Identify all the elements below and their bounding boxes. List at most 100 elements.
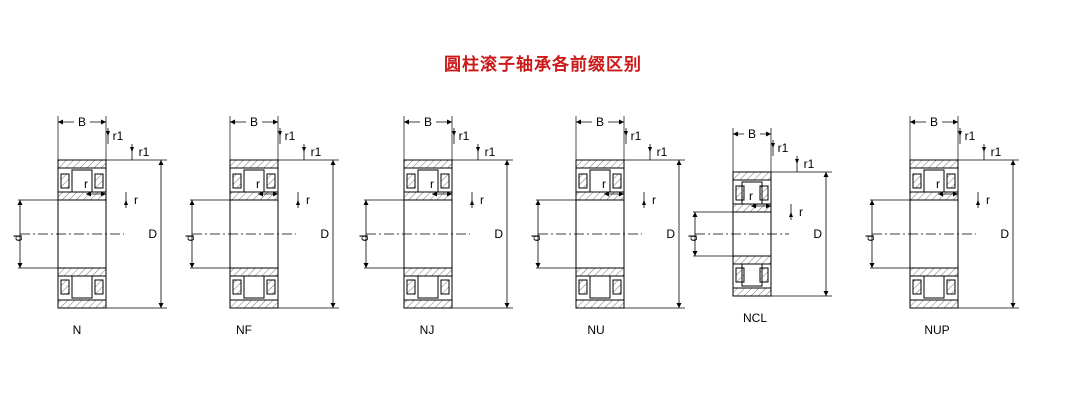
outer-ring-top [575, 159, 625, 169]
chamfer-label-r: r [652, 193, 656, 207]
roller-top [71, 169, 93, 193]
cage-left-top [735, 185, 745, 201]
cage-left-top [912, 173, 922, 189]
inner-ring-top [732, 203, 772, 213]
chamfer-label-r: r [306, 193, 310, 207]
chamfer-label-r1: r1 [311, 145, 322, 159]
dim-label-d: d [529, 235, 543, 242]
chamfer-label-r1: r1 [113, 129, 124, 143]
chamfer-label-r: r [256, 177, 260, 191]
dim-label-d: d [357, 235, 371, 242]
chamfer-label-r1: r1 [459, 129, 470, 143]
bearing-type-label: NF [236, 323, 252, 337]
inner-ring-top [575, 191, 625, 201]
cage-right-top [612, 173, 622, 189]
cage-right-top [266, 173, 276, 189]
cage-left-bottom [60, 279, 70, 295]
chamfer-label-r1: r1 [139, 145, 150, 159]
bearing-type-label: NU [587, 323, 604, 337]
roller-top [923, 169, 945, 193]
chamfer-label-r1: r1 [657, 145, 668, 159]
outer-ring-top [57, 159, 107, 169]
outer-ring-top [403, 159, 453, 169]
dim-label-D: D [494, 227, 503, 241]
chamfer-label-r: r [749, 189, 753, 203]
chamfer-label-r1: r1 [965, 129, 976, 143]
chamfer-label-r: r [986, 193, 990, 207]
cage-left-top [578, 173, 588, 189]
chamfer-label-r: r [480, 193, 484, 207]
cage-left-bottom [912, 279, 922, 295]
dim-label-B: B [748, 127, 756, 141]
chamfer-label-r1: r1 [991, 145, 1002, 159]
chamfer-label-r1: r1 [804, 157, 815, 171]
inner-ring-bottom [732, 255, 772, 265]
dim-label-D: D [813, 227, 822, 241]
chamfer-label-r: r [84, 177, 88, 191]
dim-label-D: D [320, 227, 329, 241]
inner-ring-top [403, 191, 453, 201]
inner-ring-bottom [229, 267, 279, 277]
cage-left-bottom [232, 279, 242, 295]
dim-label-D: D [666, 227, 675, 241]
dim-label-d: d [183, 235, 197, 242]
cage-right-bottom [440, 279, 450, 295]
inner-ring-top [229, 191, 279, 201]
outer-ring-bottom [57, 299, 107, 309]
bearing-nj: B Dd r1 r1 r rNJ [357, 114, 513, 337]
inner-ring-bottom [403, 267, 453, 277]
outer-ring-bottom [732, 287, 772, 297]
dim-label-B: B [78, 115, 86, 129]
dim-label-d: d [686, 235, 700, 242]
inner-ring-top [57, 191, 107, 201]
outer-ring-bottom [229, 299, 279, 309]
dim-label-B: B [596, 115, 604, 129]
roller-top [417, 169, 439, 193]
cage-left-top [60, 173, 70, 189]
outer-ring-top [229, 159, 279, 169]
page-title: 圆柱滚子轴承各前缀区别 [444, 55, 642, 75]
chamfer-label-r1: r1 [778, 141, 789, 155]
outer-ring-bottom [909, 299, 959, 309]
chamfer-label-r: r [430, 177, 434, 191]
dim-label-B: B [250, 115, 258, 129]
cage-left-bottom [406, 279, 416, 295]
outer-ring-top [909, 159, 959, 169]
bearing-type-label: N [73, 323, 82, 337]
cage-right-bottom [266, 279, 276, 295]
chamfer-label-r1: r1 [485, 145, 496, 159]
roller-bottom [589, 275, 611, 299]
dim-label-B: B [424, 115, 432, 129]
cage-left-top [406, 173, 416, 189]
inner-ring-bottom [909, 267, 959, 277]
cage-right-bottom [946, 279, 956, 295]
chamfer-label-r: r [602, 177, 606, 191]
chamfer-label-r: r [134, 193, 138, 207]
bearing-type-label: NJ [420, 323, 435, 337]
bearing-type-label: NUP [924, 323, 949, 337]
dim-label-d: d [863, 235, 877, 242]
bearing-nf: B Dd r1 r1 r rNF [183, 114, 339, 337]
dim-label-B: B [930, 115, 938, 129]
chamfer-label-r1: r1 [285, 129, 296, 143]
roller-top [589, 169, 611, 193]
cage-right-bottom [94, 279, 104, 295]
roller-bottom [243, 275, 265, 299]
cage-right-bottom [759, 267, 769, 283]
cage-left-top [232, 173, 242, 189]
inner-ring-bottom [575, 267, 625, 277]
roller-bottom [71, 275, 93, 299]
cage-right-top [440, 173, 450, 189]
cage-left-bottom [735, 267, 745, 283]
roller-top [243, 169, 265, 193]
outer-ring-bottom [575, 299, 625, 309]
cage-right-top [759, 185, 769, 201]
cage-right-top [946, 173, 956, 189]
cage-right-bottom [612, 279, 622, 295]
